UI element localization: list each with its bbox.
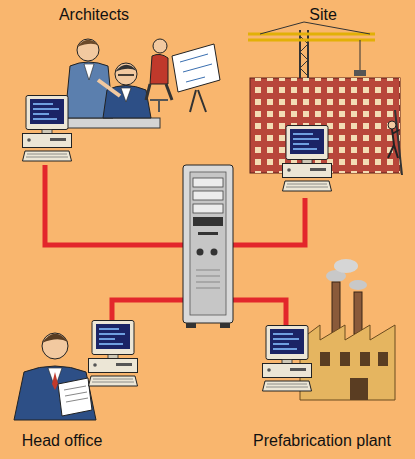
site-computer [283,126,332,192]
drafter-legs [146,84,172,100]
board-stand [190,90,206,112]
station-label: Head office [19,430,106,451]
worker-body [388,129,399,158]
server-foot [186,323,196,328]
drafter-body [150,54,168,84]
server-case [183,165,233,323]
smoke [334,259,358,273]
hair [77,40,99,47]
head-office-computer [89,321,138,387]
crane-lattice [300,36,308,76]
plant-computer [263,326,312,392]
architects-figures [23,39,221,161]
paper-lines [64,386,88,402]
crane-cable [360,40,361,70]
crane-load [354,70,366,76]
stool [150,100,168,112]
shirt [121,88,131,102]
station-name: Site [309,5,337,24]
factory-window [360,352,370,366]
station-label: Prefabrication plant [250,430,394,451]
arm [98,80,120,96]
factory-window [378,352,388,366]
factory-building [300,325,395,400]
head-office-figures [14,321,138,421]
crane-ties [260,22,370,34]
network-wire [112,300,183,322]
papers [58,378,92,416]
network-wire [45,165,183,245]
server-tower [183,165,233,328]
drawing-lines [180,54,212,82]
factory-window [340,352,350,366]
drive-slot [193,217,223,226]
drive-bay [193,178,223,187]
ladder [395,110,402,175]
station-name: Head office [22,431,103,450]
manager-head [42,333,68,359]
station-label: Site [306,4,340,25]
crane-jib [248,34,375,40]
site-figures [248,22,402,191]
drafting-board [172,44,220,92]
server-panel [190,172,226,315]
station-label: Architects [56,4,132,25]
chimney [354,292,362,334]
hair [115,65,137,72]
manager-body [14,366,96,420]
network-wires [45,165,305,327]
factory-window [320,352,330,366]
architect-head [77,39,99,61]
station-name: Prefabrication plant [253,431,391,450]
server-foot [220,323,230,328]
architect-head [115,63,137,85]
station-name: Architects [59,5,129,24]
shirt [84,64,94,80]
hair [42,334,68,343]
network-wire [233,198,305,245]
smoke [349,280,367,290]
vent-lines [196,270,220,288]
crane-tower [300,30,308,78]
tie [52,372,58,390]
reset-button [211,249,218,256]
power-button [197,249,204,256]
drafter-head [153,39,167,53]
chimney [332,282,340,334]
factory-figures [263,259,396,400]
architects-computer [23,96,72,162]
drive-bay [193,191,223,200]
glasses [118,74,134,76]
desk [60,118,160,128]
factory-door [350,378,368,400]
drive-bay [193,204,223,213]
worker-head [388,121,396,129]
floppy-slot [198,232,218,235]
network-wire [233,300,286,327]
